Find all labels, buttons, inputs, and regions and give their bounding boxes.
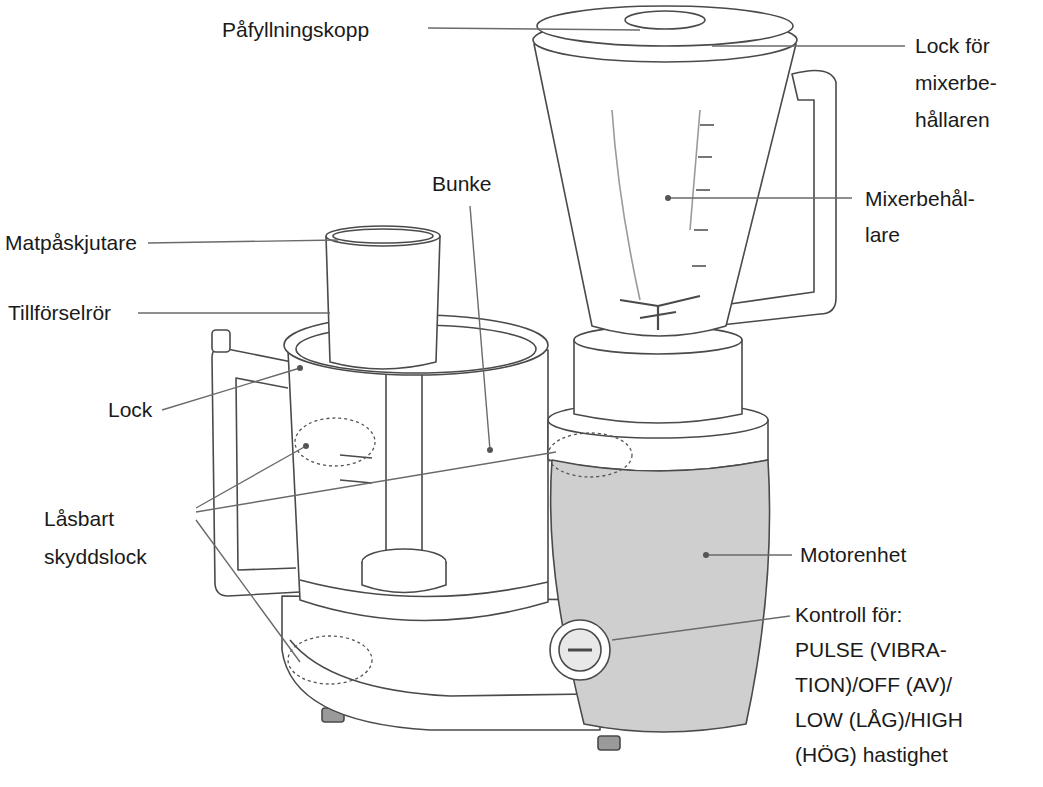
lock-symbol	[295, 418, 375, 466]
part-label: Låsbart skyddslock	[44, 500, 162, 576]
bowl-marks	[340, 455, 372, 483]
leader-line	[138, 312, 330, 313]
part-label: Kontroll för: PULSE (VIBRA- TION)/OFF (A…	[795, 597, 967, 772]
feed-tube	[326, 236, 440, 369]
filler-cup	[625, 11, 705, 29]
shaft-foot	[362, 562, 446, 593]
leader-dot	[487, 447, 493, 453]
foot	[598, 736, 620, 750]
knob-grip	[568, 649, 592, 652]
leader-dot	[665, 195, 671, 201]
part-label: Bunke	[432, 166, 492, 202]
part-label: Tillförselrör	[8, 295, 111, 331]
handle-top	[212, 330, 230, 352]
part-label: Motorenhet	[800, 537, 906, 573]
control-knob	[559, 629, 601, 671]
lock-symbol	[288, 636, 372, 684]
jar-scale	[692, 125, 714, 266]
part-label: Påfyllningskopp	[222, 12, 369, 48]
jar-highlight	[612, 110, 700, 300]
motor-unit	[551, 460, 770, 732]
leader-line	[162, 368, 300, 410]
jar-lid	[537, 6, 793, 46]
leader-line	[428, 28, 640, 30]
leader-dot	[297, 365, 303, 371]
control-dial	[550, 620, 610, 680]
part-label: Lock för mixerbe- hållaren	[915, 27, 1015, 138]
leader-line	[612, 616, 790, 640]
bowl-handle-inner	[236, 378, 296, 570]
leader-line	[470, 206, 490, 450]
leader-dot	[703, 552, 709, 558]
leader-dot	[303, 443, 309, 449]
part-label: Mixerbehål- lare	[865, 181, 985, 253]
food-pusher	[326, 226, 440, 246]
base-edge	[290, 640, 590, 696]
leader-line	[712, 45, 905, 46]
part-label: Lock	[108, 392, 152, 428]
blender-jar	[534, 44, 796, 336]
leader-line	[668, 197, 852, 198]
leader-line	[706, 554, 792, 555]
food-pusher-rim	[333, 229, 433, 243]
leader-line	[148, 240, 338, 243]
lock-symbol	[548, 433, 632, 477]
blender-blade	[620, 296, 700, 330]
leader-line	[196, 446, 556, 662]
part-label: Matpåskjutare	[5, 225, 137, 261]
